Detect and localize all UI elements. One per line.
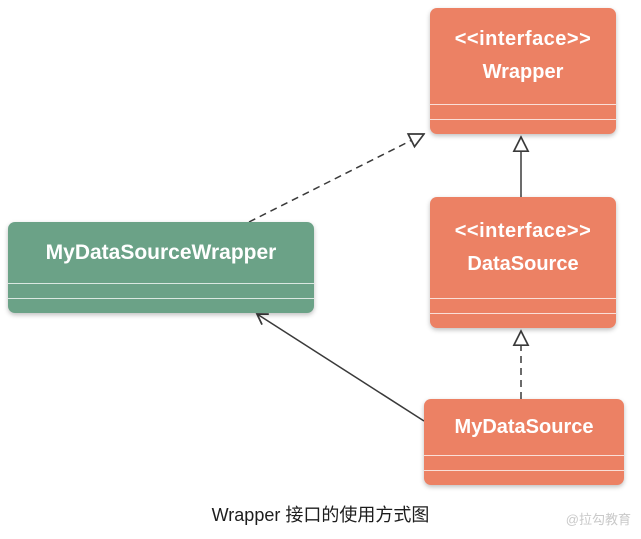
class-title: MyDataSource — [424, 399, 624, 455]
class-name-label: Wrapper — [482, 61, 564, 83]
association-edge-mydatasource-to-mydatasourcewrapper — [255, 313, 425, 422]
class-title: <<interface>> DataSource — [430, 197, 616, 298]
methods-compartment — [430, 313, 616, 328]
methods-compartment — [8, 298, 314, 313]
class-box-datasource: <<interface>> DataSource — [430, 197, 616, 328]
class-name-label: MyDataSourceWrapper — [45, 240, 277, 264]
class-box-mydatasourcewrapper: MyDataSourceWrapper — [8, 222, 314, 313]
class-name-label: DataSource — [467, 252, 579, 275]
class-title: MyDataSourceWrapper — [8, 222, 314, 283]
class-name-label: MyDataSource — [454, 415, 594, 438]
methods-compartment — [430, 119, 616, 134]
class-box-wrapper: <<interface>> Wrapper — [430, 8, 616, 134]
stereotype-label: <<interface>> — [454, 219, 592, 242]
realization-edge-mydatasourcewrapper-to-wrapper — [248, 134, 424, 223]
watermark-label: @拉勾教育 — [565, 512, 631, 527]
methods-compartment — [424, 470, 624, 485]
diagram-caption: Wrapper 接口的使用方式图 — [211, 505, 430, 525]
fields-compartment — [430, 298, 616, 313]
fields-compartment — [8, 283, 314, 298]
fields-compartment — [424, 455, 624, 470]
stereotype-label: <<interface>> — [454, 28, 592, 50]
class-box-mydatasource: MyDataSource — [424, 399, 624, 485]
class-title: <<interface>> Wrapper — [430, 8, 616, 104]
fields-compartment — [430, 104, 616, 119]
